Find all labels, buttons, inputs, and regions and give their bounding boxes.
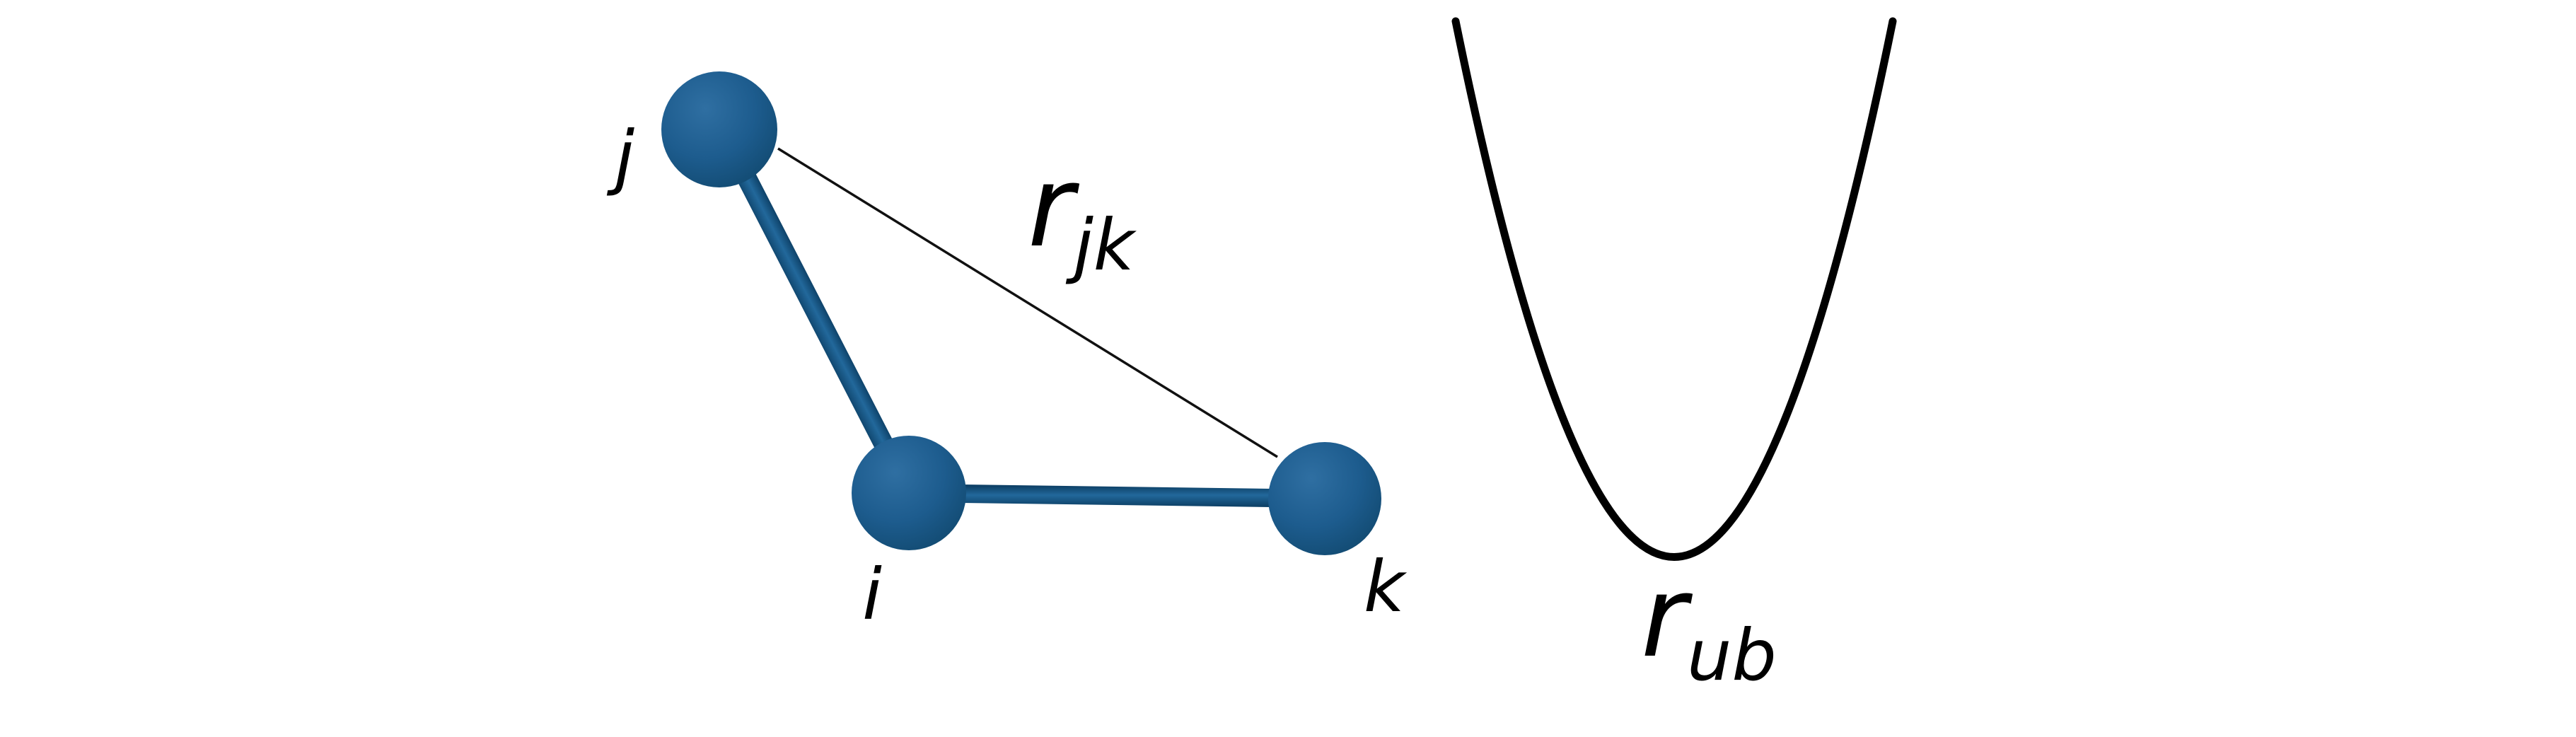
distance-label-rjk-sub: jk: [1065, 204, 1137, 286]
molecule-diagram: j i k rjk: [606, 71, 1408, 636]
atom-i-label: i: [862, 553, 882, 636]
bond-j-i: [713, 122, 919, 503]
potential-curve-panel: rub: [1451, 17, 1897, 697]
bond-i-k: [900, 484, 1334, 508]
harmonic-potential-curve: [1451, 17, 1897, 561]
distance-line-jk: [777, 147, 1278, 458]
atom-k-label: k: [1364, 545, 1408, 628]
atom-j-sphere: [661, 71, 777, 187]
atom-i-sphere: [852, 436, 966, 550]
distance-label-rjk-base: r: [1028, 142, 1080, 272]
distance-label-rjk: rjk: [1028, 142, 1137, 286]
potential-minimum-label-rub-sub: ub: [1687, 614, 1777, 697]
potential-minimum-label-rub-base: r: [1641, 552, 1693, 683]
potential-minimum-label-rub: rub: [1641, 552, 1777, 697]
atom-j-label: j: [606, 115, 634, 198]
atom-k-sphere: [1268, 442, 1381, 555]
